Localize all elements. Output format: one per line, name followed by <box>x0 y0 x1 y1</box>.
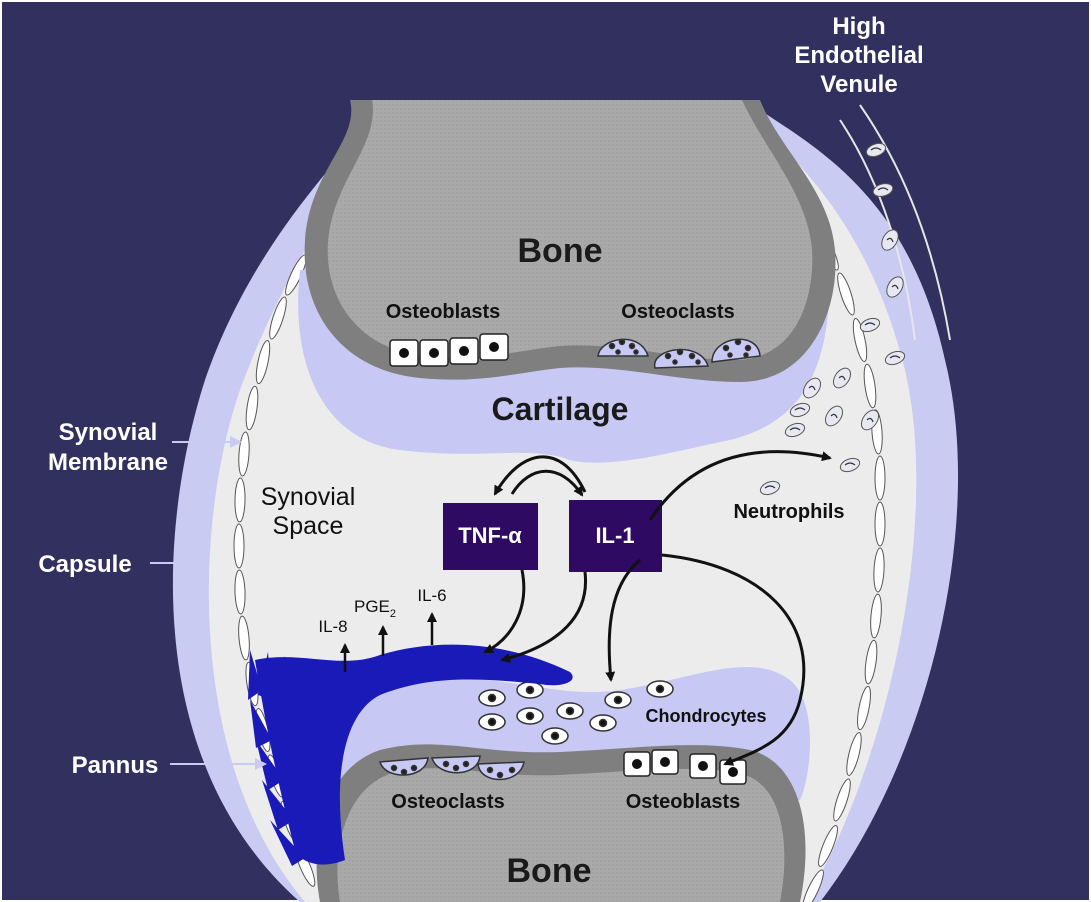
neutrophil-cell <box>759 480 781 496</box>
pannus-tissue <box>248 644 573 866</box>
bone-bottom-label: Bone <box>507 852 592 890</box>
il6-label: IL-6 <box>417 586 446 605</box>
chondrocyte-cell <box>516 707 544 725</box>
hev-label-3: Venule <box>820 71 897 98</box>
osteoblast-cell <box>419 339 449 367</box>
arrow-tnf-to-pannus <box>483 569 526 654</box>
osteoclast-cell <box>597 338 650 357</box>
osteoblast-cell <box>623 751 651 777</box>
neutrophil-cell <box>802 377 822 399</box>
tnf-alpha-box <box>443 503 538 570</box>
osteoblast-cell <box>479 333 509 361</box>
neutrophils-label: Neutrophils <box>733 501 844 523</box>
arrow-il1-to-neutrophils <box>648 450 832 521</box>
neutrophil-cell <box>859 317 881 333</box>
neutrophil-cell <box>824 405 844 427</box>
capsule-label: Capsule <box>38 551 131 578</box>
neutrophil-cell <box>860 409 880 431</box>
top-osteoblasts <box>389 333 509 367</box>
cartilage-label: Cartilage <box>492 391 629 427</box>
chondrocyte-cell <box>541 727 569 745</box>
chondrocyte-cell <box>646 680 674 698</box>
arrow-tnf-to-il1 <box>510 469 584 497</box>
pge2-main: PGE <box>354 597 390 616</box>
chondrocyte-cell <box>478 713 506 731</box>
neutrophil-cell <box>784 422 806 438</box>
osteoclasts-top-label: Osteoclasts <box>621 301 734 323</box>
neutrophil-cell <box>839 457 861 473</box>
chondrocyte-cell <box>589 714 617 732</box>
osteoblast-cell <box>651 749 679 775</box>
synovial-neutrophils <box>759 367 880 496</box>
synovial-membrane-label-2: Membrane <box>48 449 168 476</box>
hev-label-2: Endothelial <box>794 42 923 69</box>
il1-box <box>569 500 662 572</box>
arrows <box>340 450 832 766</box>
chondrocytes-group <box>478 680 674 745</box>
osteoclast-cell <box>379 757 429 776</box>
arrow-il1-to-tnf <box>493 455 587 496</box>
synovial-space-label-2: Space <box>273 512 344 540</box>
osteoblast-cell <box>689 753 717 779</box>
neutrophil-cell <box>865 142 887 158</box>
osteoclast-cell <box>654 348 710 369</box>
top-osteoclasts <box>597 338 761 369</box>
hev-neutrophils <box>859 142 906 366</box>
tnf-alpha-label: TNF-α <box>458 523 522 548</box>
bone-top-label: Bone <box>518 232 603 270</box>
arrow-il1-to-osteoblasts <box>661 553 806 766</box>
pge2-label: PGE2 <box>354 597 396 620</box>
chondrocyte-cell <box>604 691 632 709</box>
pointer-arrows <box>150 436 267 770</box>
osteoblasts-bottom-label: Osteoblasts <box>626 791 740 813</box>
neutrophil-cell <box>884 350 906 366</box>
il8-label: IL-8 <box>318 617 347 636</box>
osteoblast-cell <box>719 759 747 785</box>
neutrophil-cell <box>832 367 852 389</box>
neutrophil-cell <box>872 183 894 197</box>
pge2-subscript: 2 <box>390 608 396 620</box>
osteoblast-cell <box>389 339 419 367</box>
neutrophil-cell <box>886 276 904 298</box>
chondrocyte-cell <box>516 681 544 699</box>
synovial-membrane-label-1: Synovial <box>59 419 158 446</box>
neutrophil-cell <box>789 402 811 418</box>
synovial-space-label-1: Synovial <box>261 483 356 511</box>
il1-label: IL-1 <box>595 523 634 548</box>
pannus-label: Pannus <box>72 752 159 779</box>
chondrocytes-label: Chondrocytes <box>645 706 766 726</box>
osteoclast-cell <box>711 338 761 363</box>
neutrophil-cell <box>881 229 899 251</box>
chondrocyte-cell <box>556 702 584 720</box>
hev-label-1: High <box>832 13 885 40</box>
arrow-il1-to-chondrocytes <box>605 558 641 682</box>
osteoclast-cell <box>431 755 481 774</box>
bottom-bone <box>337 768 785 902</box>
arrow-il1-to-pannus <box>500 571 588 663</box>
hev-vessel <box>839 104 951 341</box>
osteoblast-cell <box>449 337 479 365</box>
osteoclasts-bottom-label: Osteoclasts <box>391 791 504 813</box>
top-bone <box>327 100 813 360</box>
bottom-osteoclasts <box>379 755 525 781</box>
osteoblasts-top-label: Osteoblasts <box>386 301 500 323</box>
chondrocyte-cell <box>478 689 506 707</box>
osteoclast-cell <box>477 761 525 781</box>
